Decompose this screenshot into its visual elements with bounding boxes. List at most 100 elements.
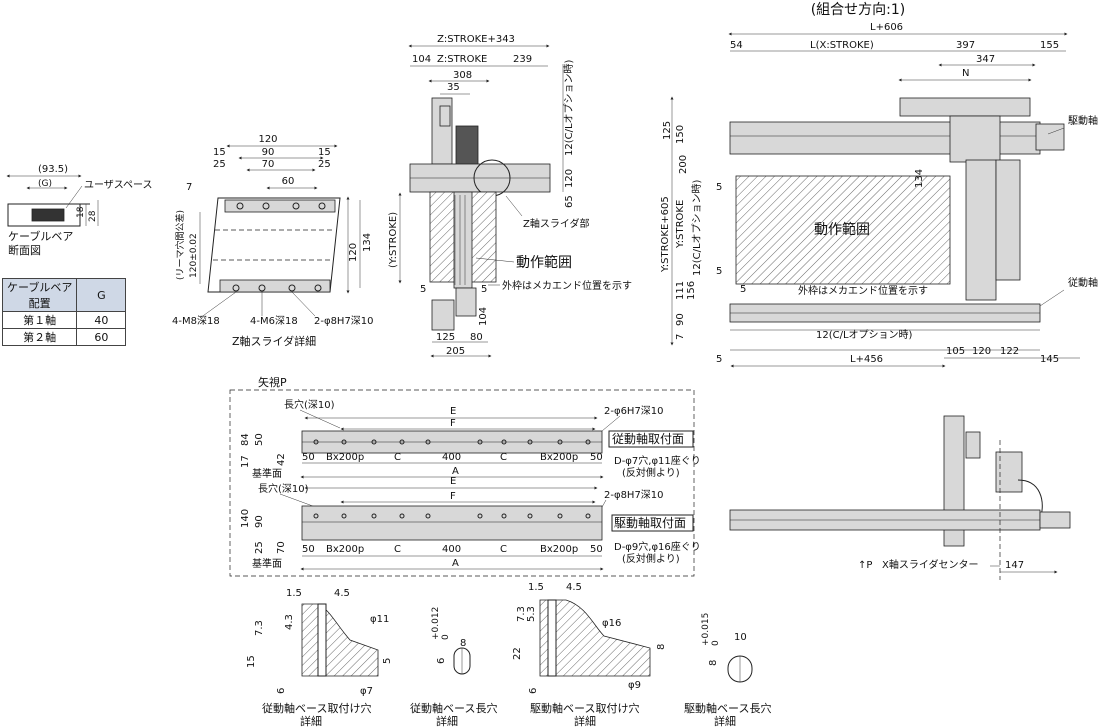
d3-phi-9: φ9 [628,680,641,691]
cable-placement-table: ケーブルベア配置 G 第１軸 40 第２軸 60 [1,278,127,346]
dim-70-p: 70 [276,541,287,554]
dim-25-p: 25 [254,541,265,554]
d3-dim-7-3: 7.3 [516,606,527,622]
d3-dim-8: 8 [656,644,667,650]
dim-z-stroke: Z:STROKE [437,54,487,65]
dim-397: 397 [956,40,975,51]
ref-face-2: 基準面 [252,557,282,570]
dim-205: 205 [446,346,465,357]
segments-drive: 50 Bx200p C 400 C Bx200p 50 [302,544,603,555]
dim-70: 70 [262,159,275,170]
segment2-1: 50 [302,544,315,555]
d1-dim-5: 5 [382,658,393,664]
dim-5-top-c: 5 [740,284,746,295]
dim-5-top-d: 5 [716,354,722,365]
table-cell-g: 40 [76,311,127,329]
dim-5-top-a: 5 [716,182,722,193]
motion-range-top: 動作範囲 [814,221,870,238]
d4-caption-1: 駆動軸ベース長穴 [684,701,771,715]
dim-60: 60 [282,176,295,187]
dim-l-606: L+606 [870,22,903,33]
d2-tol-lower: 0 [441,634,451,640]
dim-200: 200 [678,155,689,174]
dim-147: 147 [1005,560,1024,571]
d4-caption-2: 詳細 [714,714,736,728]
dim-28: 28 [88,210,98,222]
dim-150: 150 [675,125,686,144]
dim-e-1: E [450,406,456,417]
segment2-6: Bx200p [540,544,578,555]
driven-face-label: 従動軸取付面 [612,432,684,446]
dim-42: 42 [276,453,287,466]
dim-y-stroke-top: Y:STROKE [675,200,686,249]
dim-155: 155 [1040,40,1059,51]
segment2-5: C [500,544,507,555]
dim-65: 65 [564,195,575,208]
dim-50-p: 50 [254,433,265,446]
segment2-3: C [394,544,401,555]
x-slider-center-label: X軸スライダセンター [882,558,978,571]
detail-drive-mount-hole: 1.5 4.5 φ16 7.3 5.3 22 8 6 φ9 駆動軸ベース取付け穴… [512,582,667,728]
dim-a-1: A [452,466,459,477]
dim-90: 90 [262,147,275,158]
d3-dim-1-5: 1.5 [528,582,544,593]
dim-25-left: 25 [213,159,226,170]
dim-7-top: 7 [675,334,686,340]
motion-range-side: 動作範囲 [516,254,572,271]
slot-label-1: 長穴(深10) [284,398,335,411]
hole-m8-label: 4-M8深18 [172,315,220,327]
d1-dim-1-5: 1.5 [286,588,302,599]
segment2-2: Bx200p [326,544,364,555]
d2-dim-6: 6 [436,658,447,664]
outer-frame-note-side: 外枠はメカエンド位置を示す [502,279,632,292]
d3-dim-22: 22 [512,647,523,660]
pin-6-label: 2-φ6H7深10 [604,405,664,417]
cl-option-vertical: 12(C/Lオプション時) [563,59,575,156]
d3-dim-5-3: 5.3 [526,606,537,622]
dim-125: 125 [436,332,455,343]
dim-104: 104 [412,54,431,65]
dim-l-x-stroke: L(X:STROKE) [810,40,874,51]
d4-dim-10: 10 [734,632,747,643]
dim-120-top: 120 [258,134,277,145]
table-cell-axis: 第１軸 [1,311,78,329]
dim-105: 105 [946,346,965,357]
d3-phi-16: φ16 [602,618,621,629]
d1-caption-1: 従動軸ベース取付け穴 [262,701,371,715]
drive-face-label: 駆動軸取付面 [614,516,686,530]
hole-m6-label: 4-M6深18 [250,315,298,327]
hole-d9-line1: D-φ9穴,φ16座ぐり [614,540,701,553]
segment-1: 50 [302,452,315,463]
detail-driven-mount-hole: 1.5 4.5 φ11 7.3 4.3 15 5 6 φ7 従動軸ベース取付け穴… [246,588,393,728]
segment2-4: 400 [442,544,461,555]
dim-104-vertical: 104 [478,307,489,326]
z-slider-detail-view: 120 90 70 60 15 25 15 25 7 134 120 (リーマ穴… [172,134,374,348]
table-cell-axis: 第２軸 [1,328,78,346]
top-view: L+606 54 L(X:STROKE) 397 155 347 N 駆動軸 動… [660,22,1098,368]
dim-125-top: 125 [662,121,673,140]
d4-tol-lower: 0 [711,640,721,646]
cable-section-view: (93.5) (G) ユーザスペース 18 28 ケーブルベア 断面図 [6,164,153,257]
d2-caption-1: 従動軸ベース長穴 [410,701,497,715]
segment-2: Bx200p [326,452,364,463]
segments-driven: 50 Bx200p C 400 C Bx200p 50 [302,452,603,463]
hole-d7-line1: D-φ7穴,φ11座ぐり [614,454,701,467]
dim-80: 80 [470,332,483,343]
dim-5-side-b: 5 [481,284,487,295]
d3-dim-4-5: 4.5 [566,582,582,593]
dim-90-p: 90 [254,515,265,528]
dim-308: 308 [453,70,472,81]
dim-140: 140 [240,509,251,528]
d2-dim-8: 8 [460,638,466,649]
cable-section-caption-2: 断面図 [8,243,41,257]
dim-y-stroke: (Y:STROKE) [388,212,399,268]
table-row: 第２軸 60 [1,328,127,346]
d2-tol-upper: +0.012 [431,607,441,640]
segment-7: 50 [590,452,603,463]
dim-18: 18 [76,206,86,218]
dim-120-side: 120 [564,169,575,188]
dim-17: 17 [240,455,251,468]
dim-120-vertical: 120 [348,243,359,262]
dim-145: 145 [1040,354,1059,365]
dim-15-right: 15 [318,147,331,158]
